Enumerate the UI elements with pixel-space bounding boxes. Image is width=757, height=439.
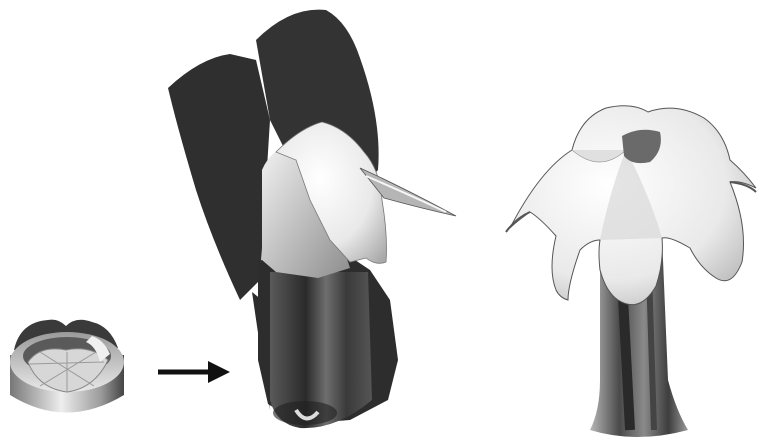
bud-panel [10, 320, 124, 413]
progression-arrow [158, 361, 230, 383]
back-sepal-left [168, 54, 270, 300]
open-flower-panel [506, 106, 756, 437]
